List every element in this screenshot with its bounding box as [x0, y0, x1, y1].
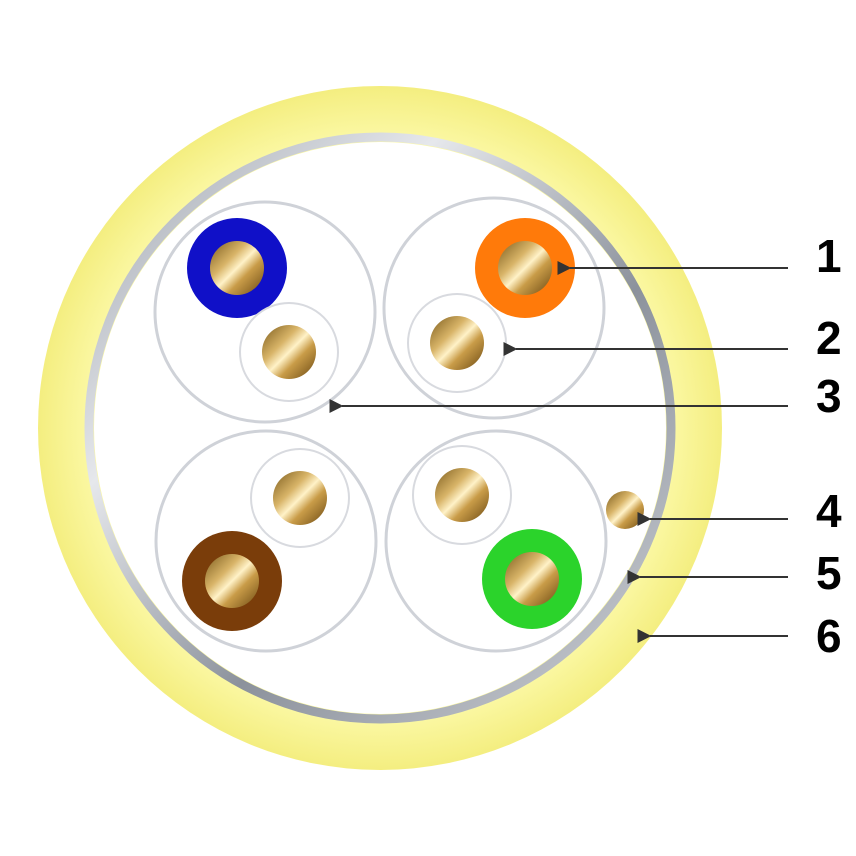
callout-label-1: 1: [816, 230, 842, 282]
copper-conductor: [210, 241, 264, 295]
brown-pair: [182, 448, 350, 631]
overall-foil-shield: [84, 132, 676, 724]
copper-conductor: [205, 554, 259, 608]
blue-pair: [187, 218, 339, 402]
green-pair: [412, 445, 582, 629]
pair-foil-shield-brown: [154, 429, 378, 653]
callout-label-3: 3: [816, 370, 842, 422]
callout-arrows: [329, 261, 788, 643]
callout-label-5: 5: [816, 547, 842, 599]
orange-pair: [407, 218, 575, 393]
callout-labels: 1 2 3 4 5 6: [816, 230, 842, 662]
copper-conductor: [498, 241, 552, 295]
core-interior: [94, 142, 666, 714]
callout-label-4: 4: [816, 485, 842, 537]
copper-conductor: [262, 325, 316, 379]
copper-conductor: [430, 316, 484, 370]
callout-label-6: 6: [816, 610, 842, 662]
pair-foil-shield-blue: [153, 200, 377, 424]
pair-foil-shield-green: [384, 429, 608, 653]
copper-conductor: [505, 552, 559, 606]
pair-foils: [153, 196, 608, 653]
drain-wire: [606, 491, 644, 529]
copper-conductor: [435, 468, 489, 522]
callout-label-2: 2: [816, 312, 842, 364]
pair-foil-shield-orange: [382, 196, 606, 420]
copper-conductor: [273, 471, 327, 525]
